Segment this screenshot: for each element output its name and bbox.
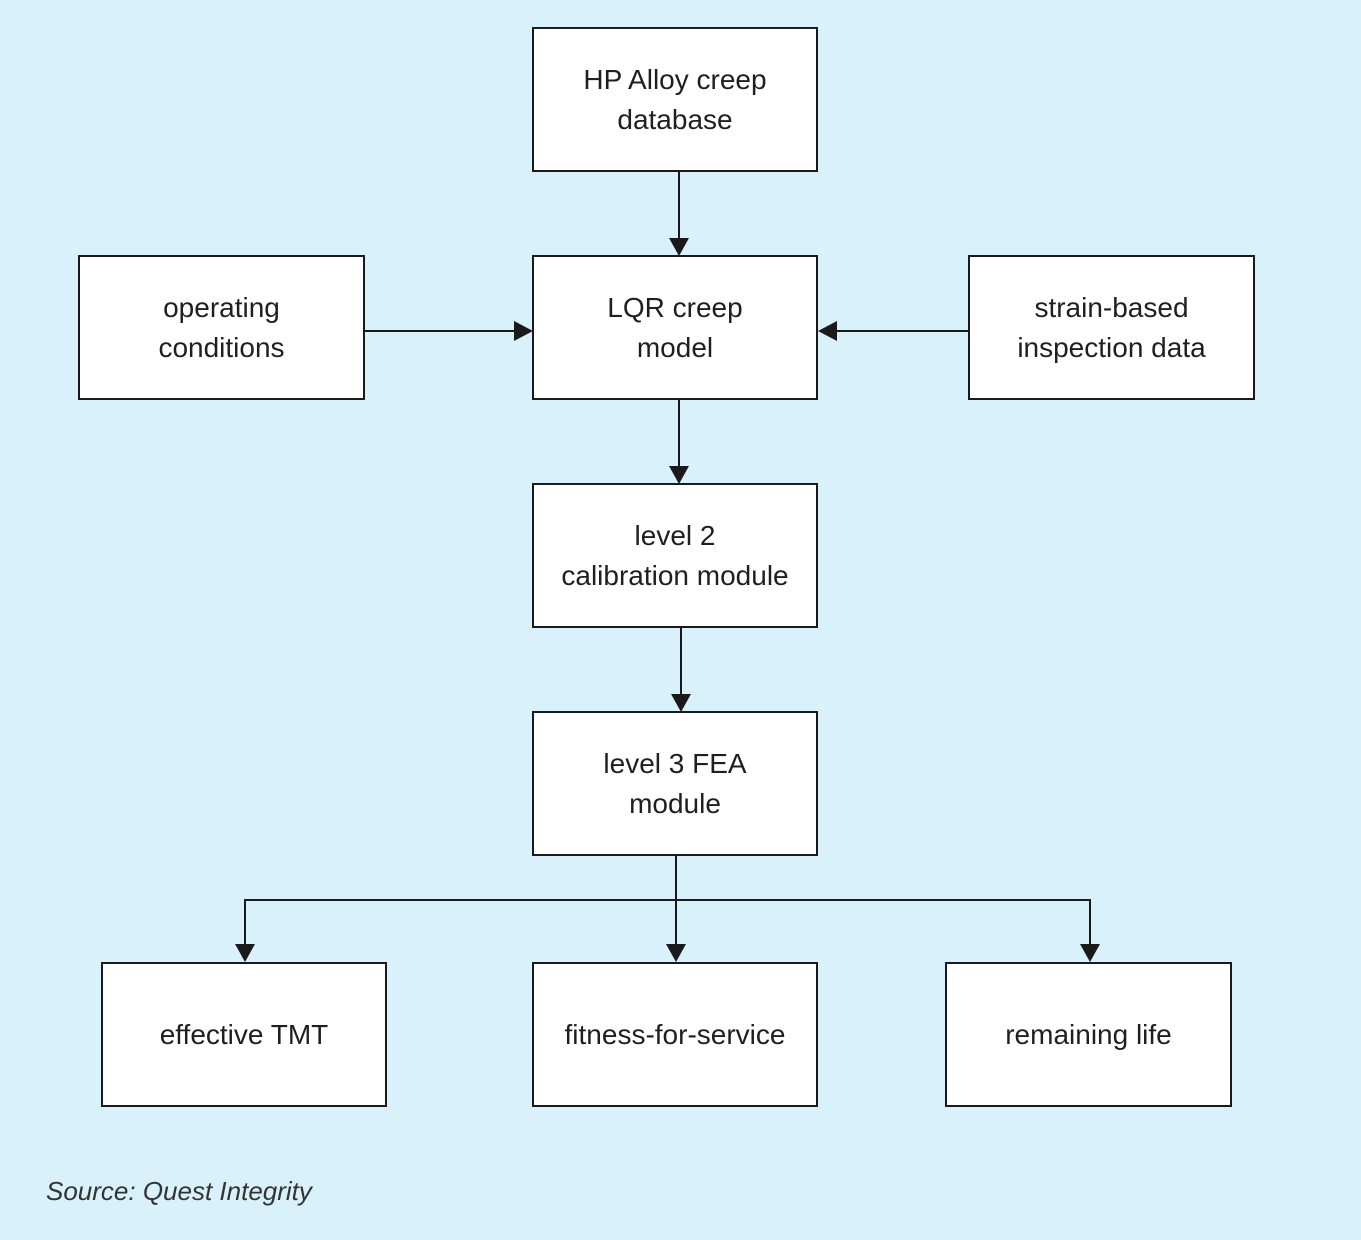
node-label: remaining life <box>1005 1018 1172 1050</box>
arrowhead-lqr-to-level2 <box>669 466 689 484</box>
node-label: strain-based inspection data <box>1017 291 1206 363</box>
node-label: fitness-for-service <box>564 1018 786 1050</box>
source-caption: Source: Quest Integrity <box>46 1176 312 1206</box>
arrowhead-level3-to-tmt <box>235 944 255 962</box>
node-label: level 2 calibration module <box>561 519 789 591</box>
node-hp-alloy-creep-database: HP Alloy creep database <box>532 27 818 172</box>
arrowhead-level2-to-level3 <box>671 694 691 712</box>
node-effective-tmt: effective TMT <box>101 962 387 1107</box>
node-label: HP Alloy creep database <box>583 63 767 135</box>
node-strain-based-inspection-data: strain-based inspection data <box>968 255 1255 400</box>
node-fitness-for-service: fitness-for-service <box>532 962 818 1107</box>
arrowhead-level3-to-life <box>1080 944 1100 962</box>
node-label: LQR creep model <box>607 291 743 363</box>
arrowhead-operating-to-lqr <box>514 321 533 341</box>
node-level-2-calibration-module: level 2 calibration module <box>532 483 818 628</box>
node-operating-conditions: operating conditions <box>78 255 365 400</box>
node-remaining-life: remaining life <box>945 962 1232 1107</box>
node-lqr-creep-model: LQR creep model <box>532 255 818 400</box>
node-level-3-fea-module: level 3 FEA module <box>532 711 818 856</box>
arrowhead-database-to-lqr <box>669 238 689 256</box>
node-label: level 3 FEA module <box>603 747 747 819</box>
node-label: operating conditions <box>158 291 285 363</box>
branch-line <box>244 899 1091 946</box>
arrowhead-strain-to-lqr <box>818 321 837 341</box>
node-label: effective TMT <box>159 1018 329 1050</box>
arrowhead-level3-to-ffs <box>666 944 686 962</box>
